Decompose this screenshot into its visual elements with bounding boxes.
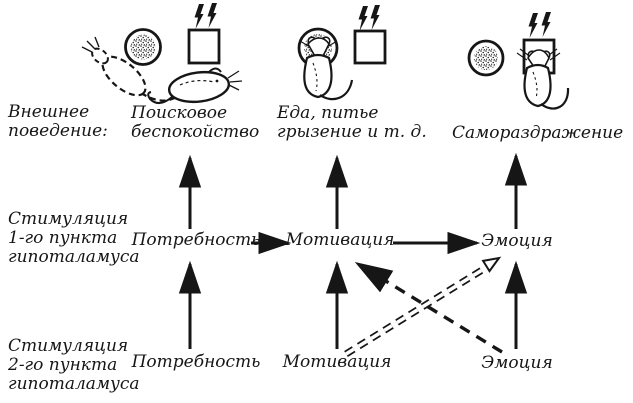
stimulation-point-1-label: Стимуляция 1-го пункта гипоталамуса (8, 210, 140, 267)
stim2-line1: Стимуляция (8, 336, 129, 356)
eating-line1: Еда, питье (277, 103, 379, 123)
stim2-line3: гипоталамуса (8, 374, 140, 394)
selfstim-line1: Самораздражение (452, 123, 624, 143)
search-restlessness-label: Поисковое беспокойство (131, 104, 259, 142)
self-stimulation-label: Самораздражение (452, 124, 623, 143)
stim1-line2: 1-го пункта (8, 228, 118, 248)
external-behavior-line2: поведение: (8, 121, 108, 141)
lightning-icon (528, 12, 551, 38)
rat-lying-icon (147, 67, 243, 104)
search-line2: беспокойство (131, 122, 260, 142)
external-behavior-line1: Внешнее (8, 102, 90, 122)
arrow-emotion2-to-motivation1-dashed (354, 262, 503, 354)
food-dish-icon (124, 28, 162, 66)
emotion-point1: Эмоция (481, 231, 553, 251)
eating-line2: грызение и т. д. (277, 122, 427, 142)
stimulation-point-2-label: Стимуляция 2-го пункта гипоталамуса (8, 337, 140, 394)
lightning-icon (358, 5, 380, 31)
electrode-box-icon (187, 3, 221, 65)
food-dish-icon (467, 39, 505, 77)
emotion-point2: Эмоция (481, 353, 553, 373)
electrode-box-icon (353, 5, 387, 65)
stim1-line3: гипоталамуса (8, 247, 140, 267)
motivation-point2: Мотивация (282, 352, 392, 372)
lightning-icon (194, 3, 217, 29)
need-point1: Потребность (131, 230, 261, 250)
rat-selfstim-icon (516, 48, 570, 110)
arrow-motivation2-to-emotion1-hollow (344, 256, 502, 357)
motivation-point1: Мотивация (285, 230, 395, 250)
external-behavior-label: Внешнее поведение: (8, 103, 108, 141)
search-line1: Поисковое (131, 103, 228, 123)
eating-drinking-label: Еда, питье грызение и т. д. (277, 104, 427, 142)
stim1-line1: Стимуляция (8, 209, 129, 229)
rat-searching-icon (81, 36, 187, 102)
rat-eating-icon (299, 36, 354, 101)
need-point2: Потребность (131, 352, 261, 372)
stim2-line2: 2-го пункта (8, 355, 118, 375)
